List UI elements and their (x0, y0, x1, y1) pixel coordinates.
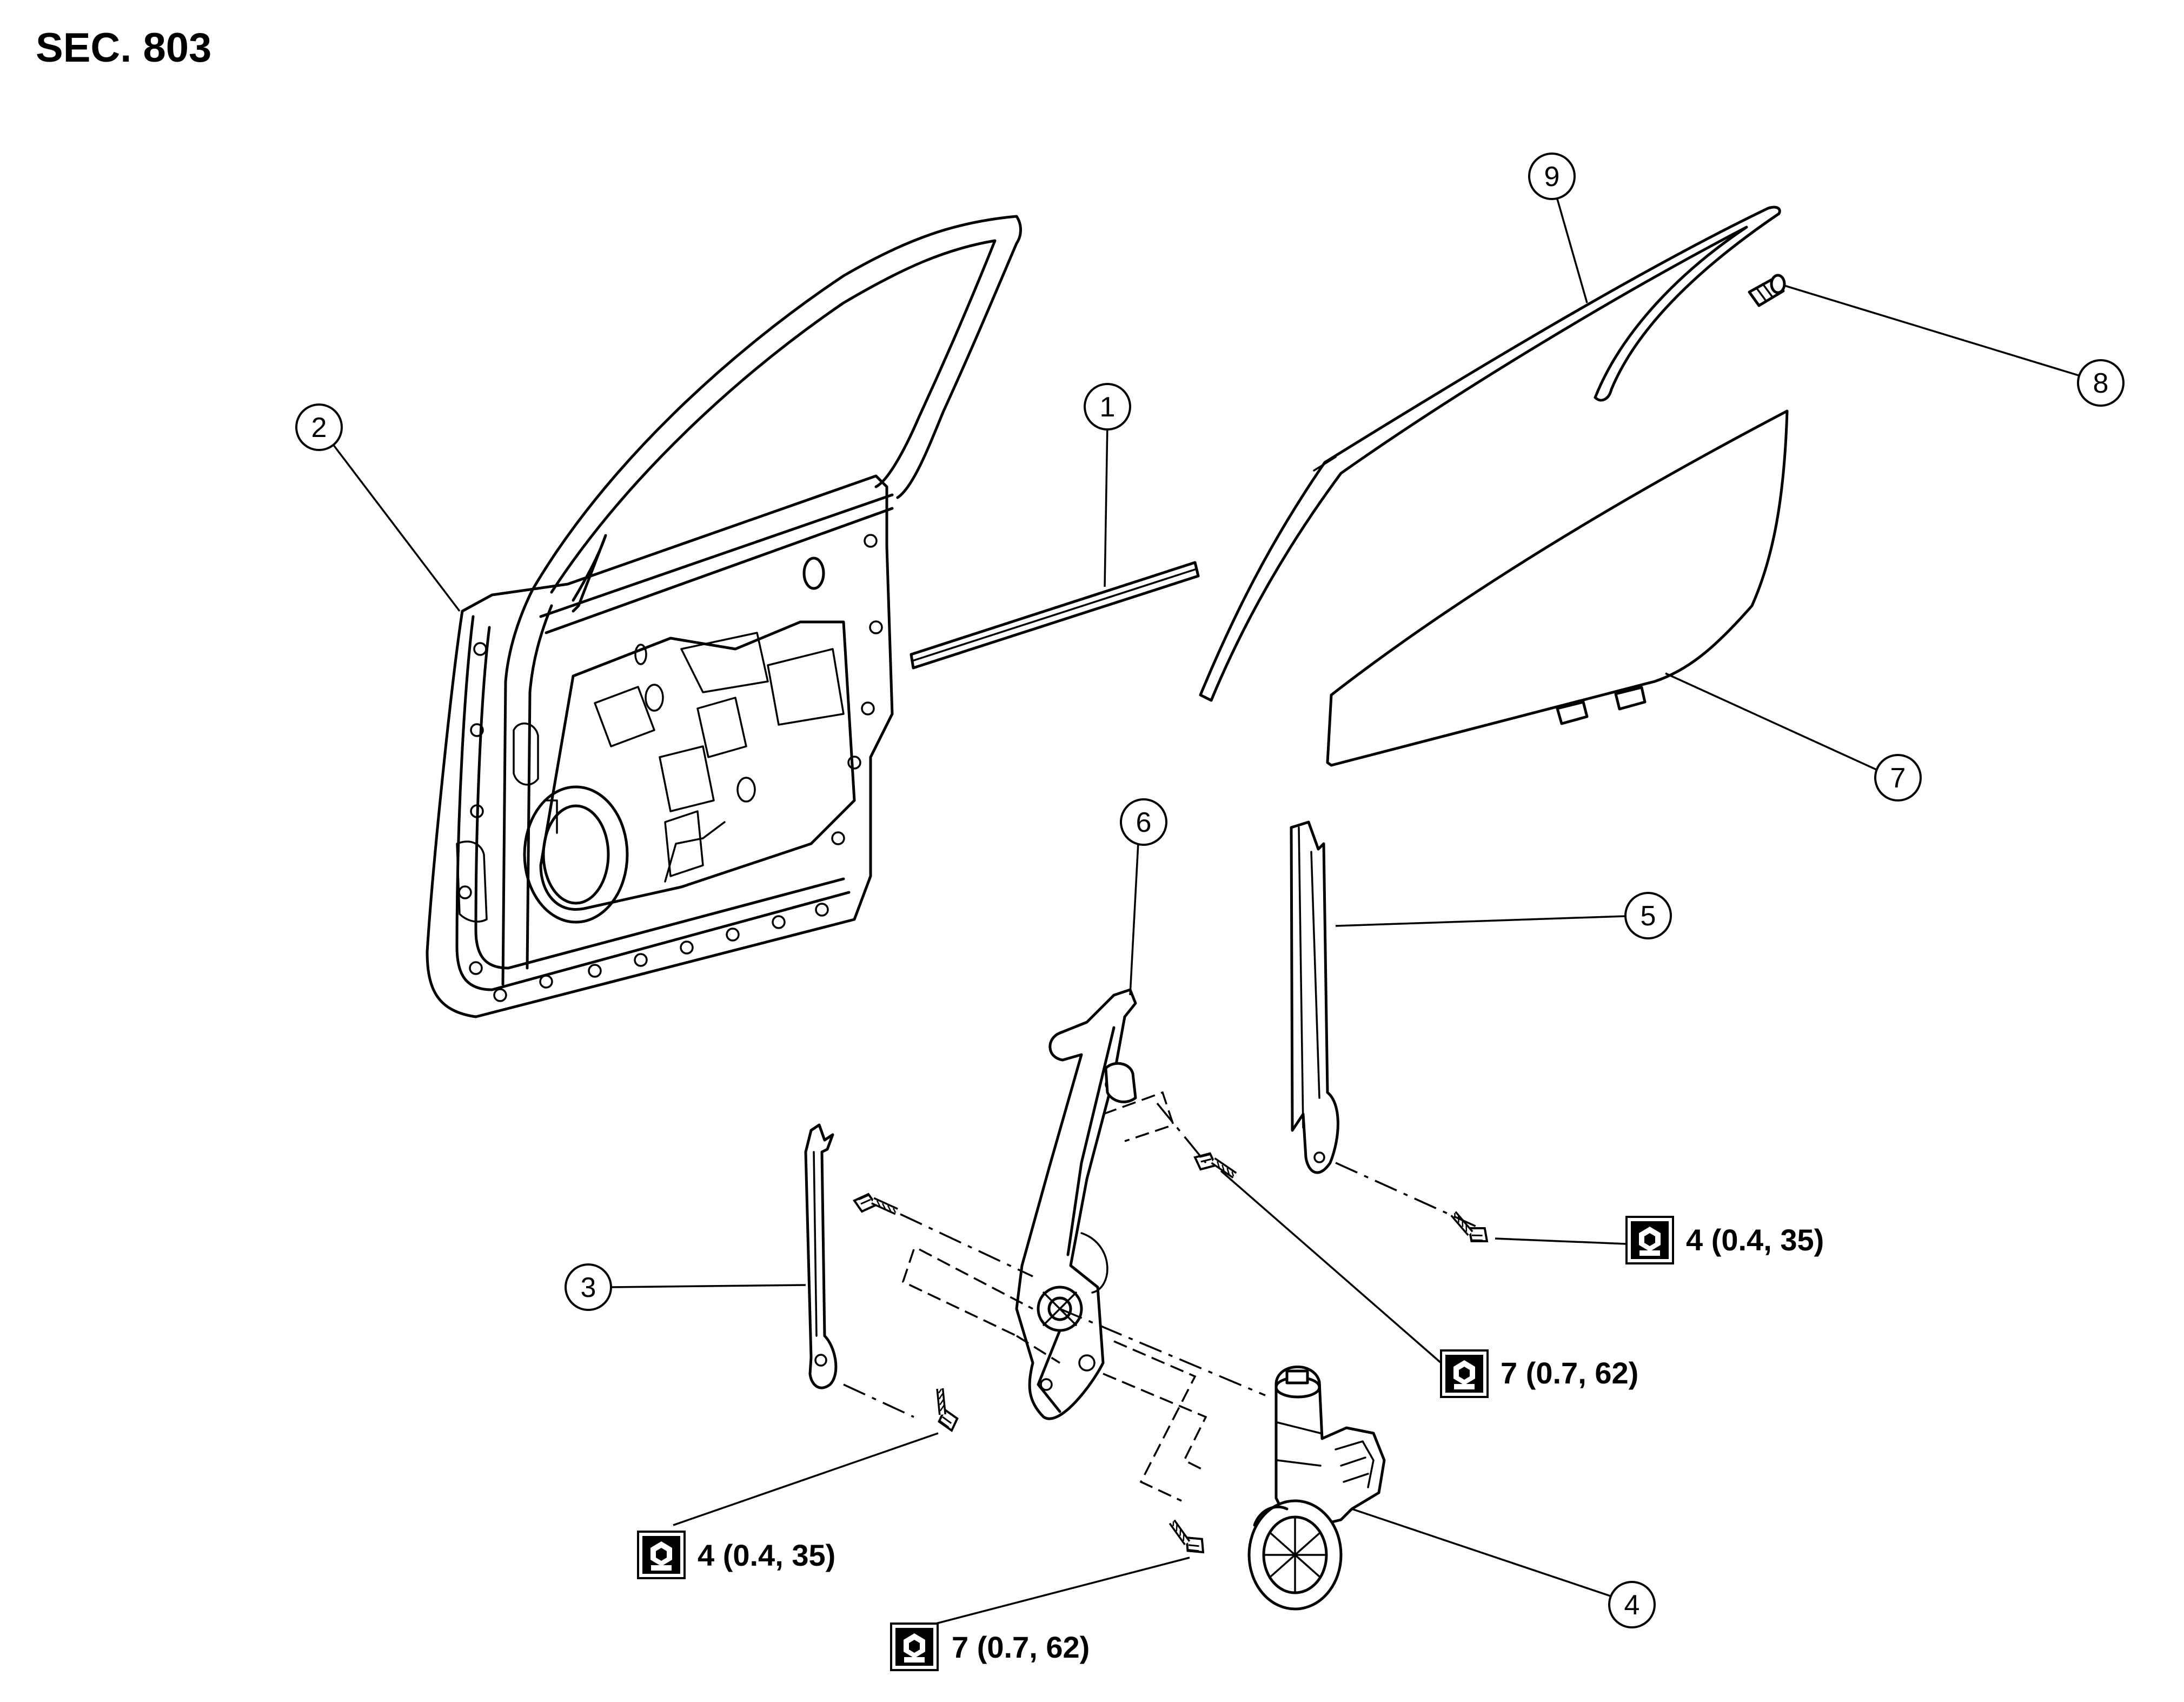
door-panel (426, 215, 1022, 1018)
torque-wrench-icon (890, 1622, 939, 1671)
torque-wrench-icon (1625, 1216, 1674, 1264)
motor-bolt (1163, 1521, 1209, 1558)
torque-spec-regulator-upper: 7 (0.7, 62) (1440, 1349, 1638, 1398)
front-guide-rail (804, 1123, 838, 1389)
glass-run-rubber (1199, 206, 1781, 702)
svg-text:5: 5 (1641, 900, 1656, 932)
torque-wrench-icon (1440, 1349, 1489, 1398)
torque-spec-glass-run: 4 (0.4, 35) (1625, 1216, 1824, 1264)
callout-1: 1 (1084, 383, 1131, 431)
callout-6: 6 (1120, 798, 1167, 846)
glass-guide-rail (1290, 820, 1339, 1174)
svg-text:1: 1 (1100, 392, 1116, 423)
regulator-bolt-left (854, 1194, 897, 1213)
svg-text:3: 3 (581, 1272, 596, 1303)
window-motor (1247, 1365, 1386, 1611)
door-panel-holes (458, 534, 883, 1002)
svg-text:4 (0.4, 35): 4 (0.4, 35) (698, 1538, 835, 1572)
torque-spec-motor: 7 (0.7, 62) (890, 1622, 1090, 1671)
callout-5: 5 (1624, 892, 1672, 939)
callout-7: 7 (1874, 754, 1922, 802)
svg-text:6: 6 (1136, 807, 1152, 838)
window-regulator (1015, 988, 1137, 1420)
section-code: SEC. 803 (36, 25, 211, 71)
torque-wrench-icon (637, 1531, 686, 1579)
callout-3: 3 (565, 1263, 612, 1311)
svg-text:7 (0.7, 62): 7 (0.7, 62) (1501, 1356, 1638, 1390)
svg-text:4: 4 (1624, 1590, 1640, 1621)
svg-text:9: 9 (1544, 161, 1560, 193)
svg-text:8: 8 (2093, 368, 2109, 399)
alignment-lines (843, 1091, 1479, 1502)
svg-text:4 (0.4, 35): 4 (0.4, 35) (1686, 1223, 1824, 1257)
svg-text:7: 7 (1890, 763, 1906, 794)
glass-run-bolt (1446, 1213, 1492, 1247)
door-glass (1326, 409, 1789, 767)
svg-text:2: 2 (311, 412, 327, 443)
callout-2: 2 (295, 403, 343, 451)
leader-lines (329, 198, 2093, 1629)
svg-text:7 (0.7, 62): 7 (0.7, 62) (952, 1630, 1090, 1664)
glass-clip (1748, 274, 1786, 307)
callout-8: 8 (2077, 359, 2125, 407)
torque-spec-rail: 4 (0.4, 35) (637, 1531, 835, 1579)
callout-9: 9 (1528, 153, 1576, 200)
rail-bolt (925, 1388, 962, 1434)
callout-4: 4 (1608, 1581, 1656, 1628)
